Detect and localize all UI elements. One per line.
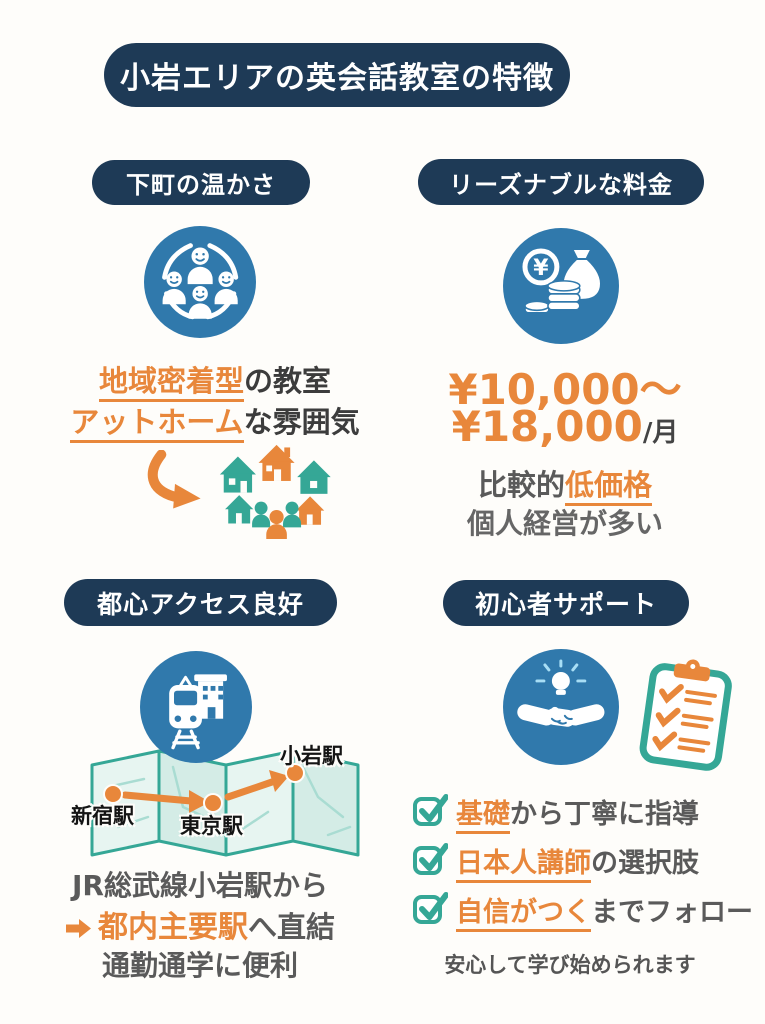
section-label-price: リーズナブルな料金	[418, 159, 704, 205]
support-footer-note: 安心して学び始められます	[444, 953, 696, 977]
checklist-clipboard-icon	[633, 652, 740, 778]
checkbox-check-icon	[412, 841, 449, 875]
section-label-shitamachi: 下町の温かさ	[92, 160, 310, 205]
price-line-1: ¥10,000〜	[448, 365, 682, 414]
highlight-japanese-teacher: 日本人講師	[456, 848, 591, 883]
checklist-item: 基礎から丁寧に指導	[412, 792, 757, 834]
price-unit: /月	[642, 418, 679, 448]
highlight-lowprice: 低価格	[565, 468, 653, 506]
handshake-icon	[503, 649, 619, 765]
highlight-athome: アットホーム	[70, 405, 244, 443]
community-line-1: 地域密着型の教室	[40, 358, 390, 402]
access-line-1: JR総武線小岩駅から	[72, 869, 328, 902]
price-note-1: 比較的低価格	[400, 462, 730, 506]
route-map-illustration	[88, 737, 362, 857]
svg-text:¥: ¥	[533, 256, 548, 281]
station-label-tokyo: 東京駅	[180, 814, 243, 838]
price-line-2: ¥18,000/月	[451, 402, 679, 451]
access-line-3: 通勤通学に便利	[101, 949, 298, 982]
train-icon	[140, 651, 252, 763]
highlight-major-stations: 都内主要駅	[97, 910, 248, 945]
highlight-kiso: 基礎	[456, 799, 510, 834]
highlight-chiiki: 地域密着型	[98, 364, 244, 402]
right-arrow-icon	[65, 912, 92, 946]
checkbox-check-icon	[412, 792, 449, 826]
community-icon	[144, 226, 256, 338]
section-label-support: 初心者サポート	[443, 580, 689, 626]
access-line-2: 都内主要駅へ直結	[28, 902, 372, 946]
checklist-item: 日本人講師の選択肢	[412, 841, 757, 883]
highlight-confidence: 自信がつく	[456, 897, 591, 932]
community-line-2: アットホームな雰囲気	[40, 399, 390, 443]
checkbox-check-icon	[412, 890, 449, 924]
section-label-access: 都心アクセス良好	[64, 579, 337, 626]
page-title: 小岩エリアの英会話教室の特徴	[104, 43, 570, 107]
station-label-koiwa: 小岩駅	[280, 744, 343, 768]
money-icon: ¥	[503, 228, 619, 344]
curved-arrow-icon	[143, 449, 207, 510]
neighborhood-houses-icon	[216, 441, 332, 539]
station-label-shinjuku: 新宿駅	[71, 804, 134, 828]
price-note-2: 個人経営が多い	[466, 507, 663, 540]
checklist-item: 自信がつくまでフォロー	[412, 890, 757, 932]
